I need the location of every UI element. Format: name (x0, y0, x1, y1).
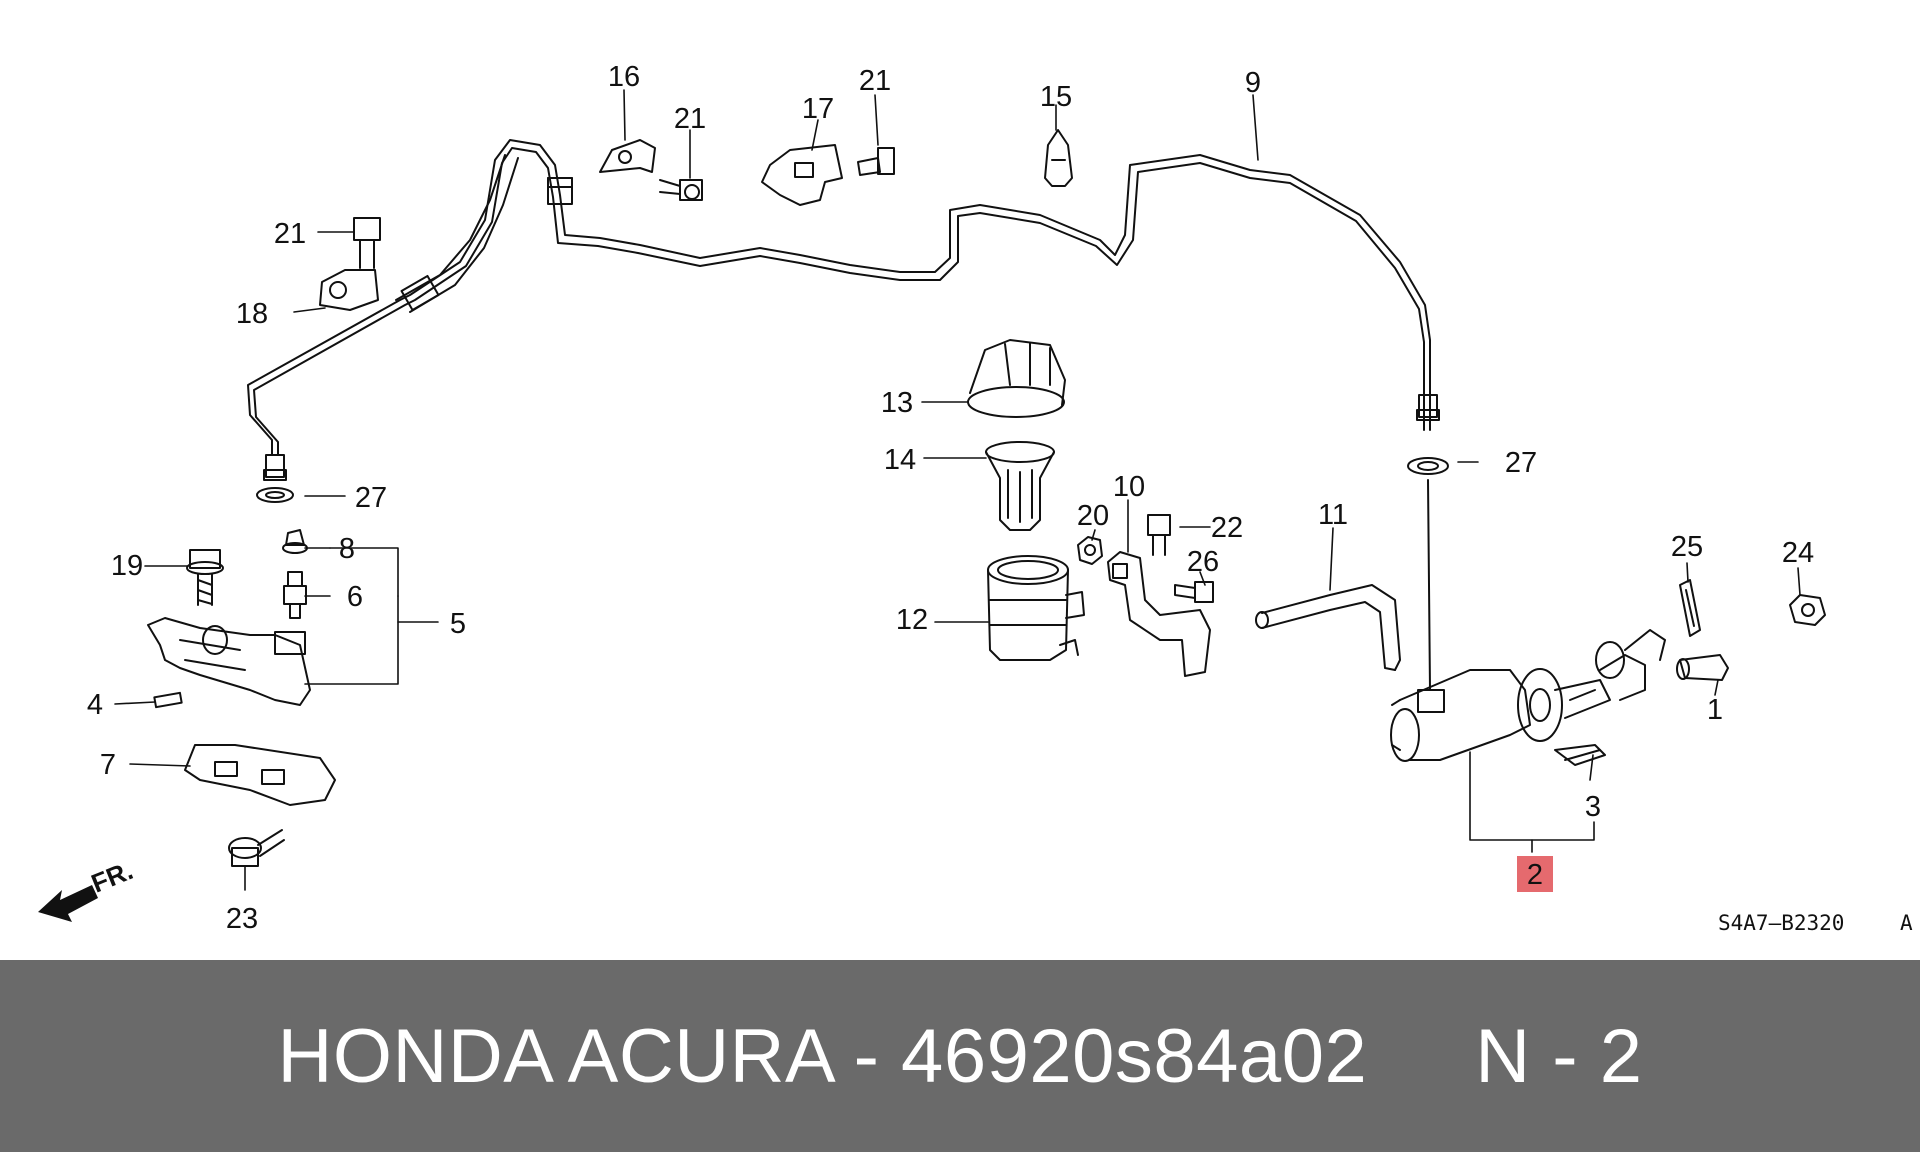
flex-hose (395, 154, 573, 313)
clip-15 (1044, 129, 1073, 187)
callout-1: 1 (1707, 694, 1723, 726)
pipe-fitting-right (1407, 394, 1449, 475)
callout-20: 20 (1077, 500, 1109, 532)
leader-line-pipe (1427, 479, 1431, 691)
strainer-14 (985, 441, 1055, 531)
bracket-7 (184, 744, 336, 806)
bolt-21b (857, 147, 895, 176)
bolt-21c (353, 217, 381, 269)
reservoir-12 (987, 555, 1085, 661)
clip-25 (1679, 579, 1701, 637)
callout-25: 25 (1671, 531, 1703, 563)
callout-27: 27 (355, 482, 387, 514)
callout-27: 27 (1505, 447, 1537, 479)
callout-14: 14 (884, 444, 916, 476)
callout-8: 8 (339, 533, 355, 565)
bracket-10 (1107, 551, 1211, 677)
callout-10: 10 (1113, 471, 1145, 503)
diagram-code: S4A7—B2320 (1718, 911, 1844, 935)
pipe-fitting-left (256, 454, 294, 503)
callout-16: 16 (608, 61, 640, 93)
cotter-pin-3 (1554, 744, 1606, 766)
bracket-17 (761, 144, 843, 206)
callout-15: 15 (1040, 81, 1072, 113)
front-direction-arrow (38, 885, 98, 922)
parts-diagram: 16 21 17 21 15 9 21 18 13 14 27 27 10 20… (38, 61, 1913, 935)
callout-21: 21 (674, 103, 706, 135)
callout-24: 24 (1782, 537, 1814, 569)
bolt-19 (186, 549, 224, 606)
bolt-23 (228, 829, 285, 867)
callout-4: 4 (87, 689, 103, 721)
callout-9: 9 (1245, 67, 1261, 99)
part-number-text: HONDA ACURA - 46920s84a02 N - 2 (277, 1013, 1643, 1099)
pin-1 (1676, 654, 1729, 681)
callout-19: 19 (111, 550, 143, 582)
fitting-6 (283, 571, 307, 619)
bracket-16 (599, 139, 656, 173)
callout-23: 23 (226, 903, 258, 935)
callout-21: 21 (274, 218, 306, 250)
bolt-26 (1174, 581, 1214, 603)
clamp-18 (319, 269, 379, 311)
nut-20 (1077, 536, 1103, 565)
master-cylinder-2 (1390, 629, 1666, 762)
callout-26: 26 (1187, 546, 1219, 578)
callout-7: 7 (100, 749, 116, 781)
slave-cylinder-5 (147, 617, 311, 706)
callout-12: 12 (896, 604, 928, 636)
clutch-pipe (247, 139, 1431, 456)
bolt-22 (1147, 514, 1171, 556)
nut-24 (1789, 594, 1826, 626)
callout-2-highlight (1517, 856, 1553, 892)
part-number-banner: HONDA ACURA - 46920s84a02 N - 2 (0, 960, 1920, 1152)
callout-3: 3 (1585, 791, 1601, 823)
callout-11: 11 (1318, 499, 1348, 531)
reservoir-hose-11 (1255, 584, 1401, 671)
bolt-21a (659, 179, 703, 201)
callout-22: 22 (1211, 512, 1243, 544)
callout-2: 2 (1527, 859, 1543, 891)
callout-21: 21 (859, 65, 891, 97)
diagram-code-suffix: A (1900, 911, 1913, 935)
callout-5: 5 (450, 608, 466, 640)
callout-13: 13 (881, 387, 913, 419)
callout-18: 18 (236, 298, 268, 330)
valve-8 (282, 529, 308, 554)
pin-4 (153, 691, 183, 709)
callout-17: 17 (802, 93, 834, 125)
reservoir-cap-13 (967, 339, 1066, 418)
callout-6: 6 (347, 581, 363, 613)
leader-lines (114, 89, 1801, 891)
